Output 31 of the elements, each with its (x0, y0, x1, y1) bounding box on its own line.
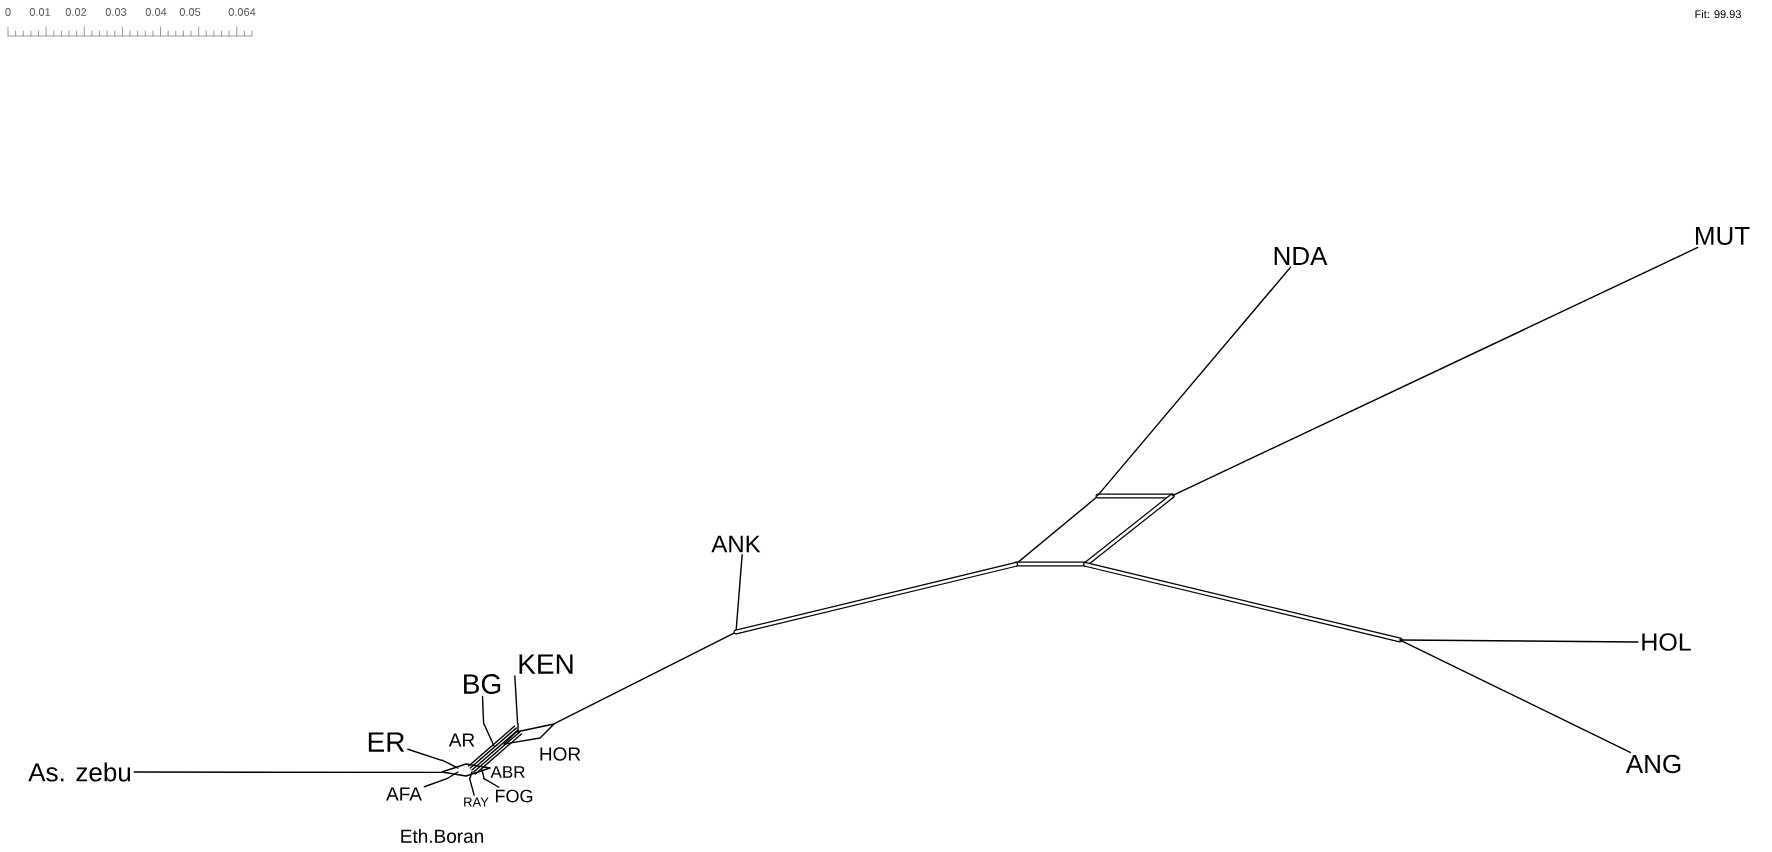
taxon-label: ER (368, 732, 405, 752)
taxon-label: Eth.Boran (401, 829, 484, 843)
taxon-label: AR (448, 733, 475, 747)
taxon-label: KEN (519, 654, 573, 674)
branch-line (468, 777, 475, 796)
taxon-label: As. zebu (28, 762, 131, 782)
branch-line (735, 553, 743, 633)
branch-line (1399, 639, 1631, 754)
branch-line (1096, 266, 1292, 497)
taxon-label: NDA (1274, 247, 1328, 265)
taxon-label: AFA (386, 787, 422, 801)
branch-line (514, 675, 519, 725)
branch-line (407, 748, 443, 762)
branch-line (423, 777, 449, 788)
taxon-label: MUT (1696, 226, 1750, 246)
branch-line (481, 695, 485, 725)
taxon-label: BG (464, 674, 501, 694)
branch-line (133, 771, 443, 774)
taxon-label: ABR (490, 766, 525, 778)
branch-line (1083, 561, 1403, 643)
splits-mesh (1013, 493, 1175, 567)
branch-line (1171, 246, 1699, 497)
taxon-label: HOR (540, 747, 581, 761)
taxon-label: FOG (496, 789, 533, 803)
branch-line (482, 777, 500, 788)
taxon-label: HOL (1642, 633, 1691, 651)
taxon-label: ANG (1625, 754, 1681, 774)
branch-line (733, 561, 1019, 635)
taxon-label: ANK (711, 535, 761, 553)
branch-line (1399, 639, 1639, 643)
branch-line (553, 631, 737, 725)
